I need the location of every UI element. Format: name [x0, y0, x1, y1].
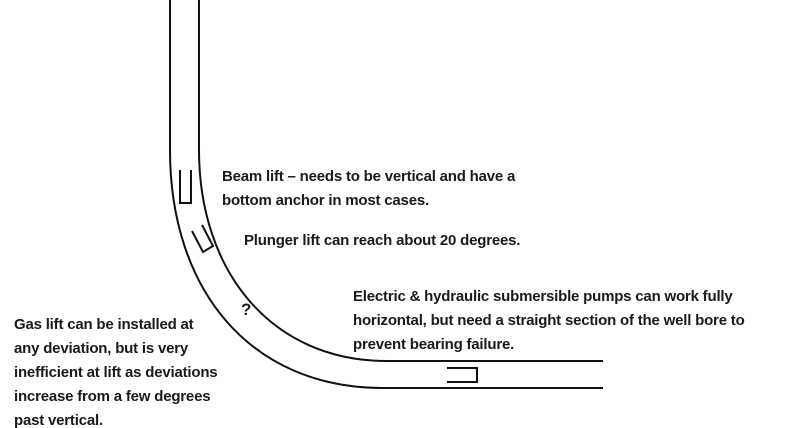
esp-line: prevent bearing failure.: [353, 336, 515, 353]
esp-line: horizontal, but need a straight section …: [353, 312, 745, 329]
plunger-lift-label: Plunger lift can reach about 20 degrees.: [244, 229, 520, 253]
gas-lift-line: past vertical.: [14, 412, 103, 428]
gas-lift-label: Gas lift can be installed at any deviati…: [14, 313, 218, 428]
beam-lift-label: Beam lift – needs to be vertical and hav…: [222, 165, 515, 213]
beam-lift-line: bottom anchor in most cases.: [222, 192, 429, 209]
gas-lift-line: increase from a few degrees: [14, 388, 211, 405]
beam-lift-line: Beam lift – needs to be vertical and hav…: [222, 168, 516, 185]
wellbore-outer-wall: [169, 0, 603, 389]
question-mark: ?: [241, 300, 252, 319]
beam-pump-icon: [179, 170, 192, 204]
wellbore-inner-wall: [198, 0, 603, 362]
gas-lift-line: Gas lift can be installed at: [14, 316, 194, 333]
esp-pump-icon: [447, 367, 478, 383]
esp-line: Electric & hydraulic submersible pumps c…: [353, 288, 733, 305]
plunger-lift-line: Plunger lift can reach about 20 degrees.: [244, 232, 521, 249]
gas-lift-line: inefficient at lift as deviations: [14, 364, 218, 381]
plunger-icon: [191, 224, 215, 254]
gas-lift-line: any deviation, but is very: [14, 340, 189, 357]
esp-label: Electric & hydraulic submersible pumps c…: [353, 285, 745, 357]
